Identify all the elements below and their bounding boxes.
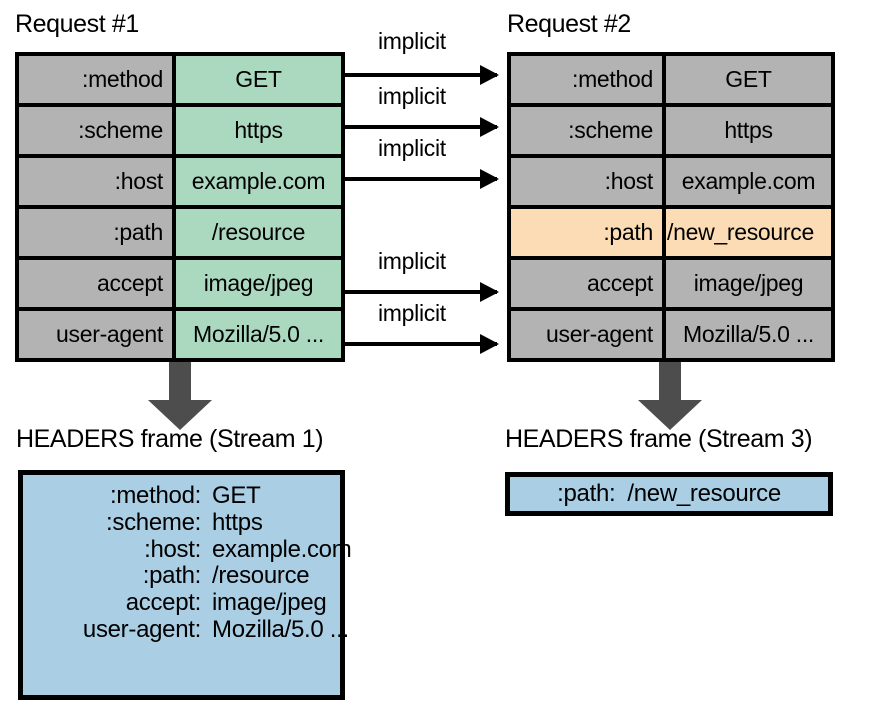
frame-value: GET: [212, 482, 261, 509]
header-name-cell: accept: [511, 260, 662, 307]
table-row: :scheme https: [19, 107, 341, 158]
header-value-cell: image/jpeg: [172, 260, 341, 307]
headers-frame-stream-1: :method: GET :scheme: https :host: examp…: [18, 470, 352, 700]
table-row: :path /resource: [19, 209, 341, 260]
down-arrow-icon-left: [148, 362, 212, 430]
implicit-arrow-icon: [345, 334, 499, 354]
table-row-changed: :path /new_resource: [511, 209, 831, 260]
table-row: :method GET: [19, 56, 341, 107]
frame-key: :host:: [144, 535, 201, 563]
header-value-cell: https: [662, 107, 831, 154]
frame-line: :path: /resource: [23, 562, 340, 590]
down-arrow-icon-right: [638, 362, 702, 430]
header-name-cell: :scheme: [19, 107, 172, 154]
implicit-arrow-icon: [345, 65, 499, 85]
frame-line: :path: /new_resource: [510, 479, 828, 508]
frame-value: /new_resource: [627, 479, 781, 507]
frame-key: :path:: [142, 562, 202, 590]
header-name-cell: user-agent: [511, 311, 662, 358]
header-value-cell: example.com: [662, 158, 831, 205]
table-row: accept image/jpeg: [19, 260, 341, 311]
header-value-cell: Mozilla/5.0 ...: [662, 311, 831, 358]
frame-value: image/jpeg: [212, 589, 327, 616]
frame-value: /resource: [212, 562, 310, 590]
request-2-header-table: :method GET :scheme https :host example.…: [507, 52, 835, 362]
table-row: user-agent Mozilla/5.0 ...: [19, 311, 341, 358]
frame-value: Mozilla/5.0 ...: [212, 615, 349, 643]
frame-line: :host: example.com: [23, 535, 352, 564]
table-row: accept image/jpeg: [511, 260, 831, 311]
implicit-label: implicit: [378, 135, 446, 161]
header-value-cell: https: [172, 107, 341, 154]
frame-line: :scheme: https: [23, 508, 340, 537]
header-name-cell: :path: [511, 209, 662, 256]
table-row: user-agent Mozilla/5.0 ...: [511, 311, 831, 358]
frame-stream-3-caption: HEADERS frame (Stream 3): [505, 425, 813, 453]
frame-key: user-agent:: [82, 615, 201, 643]
request-2-caption: Request #2: [507, 10, 631, 38]
implicit-arrow-icon: [345, 282, 499, 302]
frame-key: :method:: [110, 482, 201, 509]
header-name-cell: :path: [19, 209, 172, 256]
header-value-cell: /new_resource: [662, 209, 831, 256]
table-row: :host example.com: [511, 158, 831, 209]
table-row: :scheme https: [511, 107, 831, 158]
implicit-label: implicit: [378, 83, 446, 109]
implicit-label: implicit: [378, 248, 446, 274]
headers-frame-stream-3: :path: /new_resource: [505, 472, 833, 516]
table-row: :method GET: [511, 56, 831, 107]
header-value-cell: Mozilla/5.0 ...: [172, 311, 341, 358]
header-value-cell: image/jpeg: [662, 260, 831, 307]
table-row: :host example.com: [19, 158, 341, 209]
frame-line: :method: GET: [23, 482, 340, 510]
header-name-cell: accept: [19, 260, 172, 307]
frame-line: user-agent: Mozilla/5.0 ...: [23, 615, 349, 644]
header-value-cell: GET: [172, 56, 341, 103]
request-1-caption: Request #1: [15, 10, 139, 38]
frame-value: example.com: [212, 535, 352, 563]
header-name-cell: :host: [511, 158, 662, 205]
implicit-arrow-icon: [345, 169, 499, 189]
implicit-label: implicit: [378, 300, 446, 326]
header-value-cell: /resource: [172, 209, 341, 256]
frame-value: https: [212, 508, 263, 536]
header-name-cell: :method: [19, 56, 172, 103]
frame-key: accept:: [125, 589, 202, 616]
request-1-header-table: :method GET :scheme https :host example.…: [15, 52, 345, 362]
header-name-cell: :method: [511, 56, 662, 103]
header-name-cell: :host: [19, 158, 172, 205]
header-name-cell: user-agent: [19, 311, 172, 358]
frame-key: :scheme:: [106, 508, 201, 536]
implicit-arrow-icon: [345, 117, 499, 137]
header-name-cell: :scheme: [511, 107, 662, 154]
header-value-cell: GET: [662, 56, 831, 103]
frame-stream-1-caption: HEADERS frame (Stream 1): [16, 425, 324, 453]
frame-key: :path:: [557, 479, 616, 507]
header-value-cell: example.com: [172, 158, 341, 205]
implicit-label: implicit: [378, 28, 446, 54]
frame-line: accept: image/jpeg: [23, 589, 340, 617]
